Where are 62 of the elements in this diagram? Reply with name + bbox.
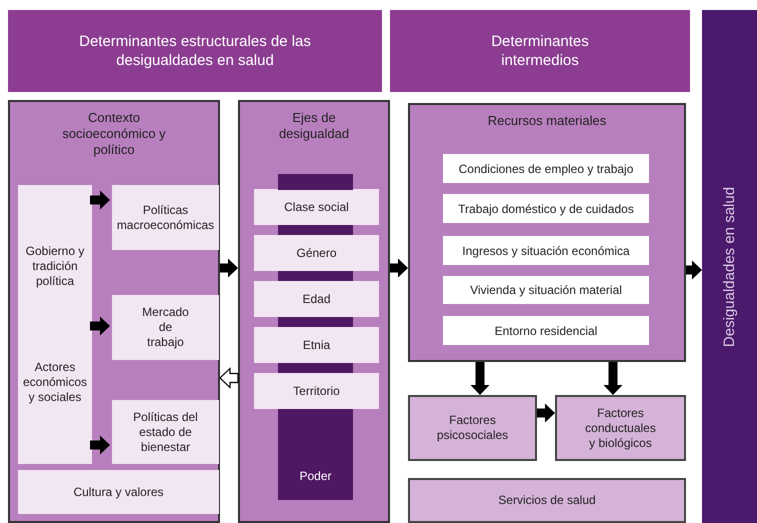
power-bar [278,174,353,190]
header-box [8,10,382,92]
block-arrow [537,404,555,422]
box-label: Determinantes intermedios [490,32,590,70]
box-label: Determinantes estructurales de las desigualdades en salud [78,32,312,70]
box-label: Territorio [292,384,341,398]
power-bar [278,409,353,500]
panel-box [8,100,220,523]
box-label: Políticas del estado de bienestar [132,410,199,454]
process-box [443,316,649,345]
process-box [443,194,649,223]
process-box [112,400,219,464]
block-arrow [90,316,110,336]
box-label: Mercado de trabajo [141,305,190,350]
box-label: Vivienda y situación material [469,282,623,298]
block-arrow [220,258,238,278]
block-arrow [390,258,408,278]
box-label: Gobierno y tradición política [24,244,86,290]
block-arrow [90,436,110,454]
box-label: Etnia [302,338,332,352]
block-arrow [686,260,702,280]
process-box [254,281,379,317]
box-label: Políticas macroeconómicas [116,202,216,232]
box-label: Trabajo doméstico y de cuidados [457,200,635,216]
box-label: Actores económicos y sociales [22,360,88,405]
process-box [254,189,379,225]
block-arrow [219,367,239,389]
outcome-label: Desigualdades en salud [719,186,738,347]
process-box [555,395,686,461]
process-box [112,185,219,250]
box-label: Ingresos y situación económica [461,242,631,258]
process-box [408,478,686,523]
panel-box [238,100,390,523]
process-box [254,235,379,271]
process-box [254,327,379,363]
box-label: Edad [301,292,332,306]
box-label: Género [295,246,338,260]
box-label: Factores conductuales y biológicos [584,406,657,450]
panel-box [408,103,686,362]
header-box [390,10,690,92]
outcome-bar [702,10,757,523]
box-label: Servicios de salud [497,493,597,508]
box-label: Cultura y valores [72,484,165,500]
box-label: Ejes de desigualdad [278,110,350,142]
box-label: Clase social [283,200,350,214]
process-box [254,373,379,409]
process-box [443,276,649,304]
box-label: Contexto socioeconómico y político [61,110,167,158]
box-label: Poder [298,468,333,484]
block-arrow [90,190,110,210]
process-box [443,154,649,183]
process-box [443,236,649,265]
box-label: Recursos materiales [486,113,608,129]
process-box [18,470,219,514]
block-arrow [604,362,622,395]
block-arrow [470,362,490,395]
process-box [112,295,219,360]
process-box [408,395,537,461]
box-label: Condiciones de empleo y trabajo [458,160,634,176]
box-label: Factores psicosociales [436,413,510,443]
box-label: Entorno residencial [494,322,598,338]
process-box [18,185,92,464]
